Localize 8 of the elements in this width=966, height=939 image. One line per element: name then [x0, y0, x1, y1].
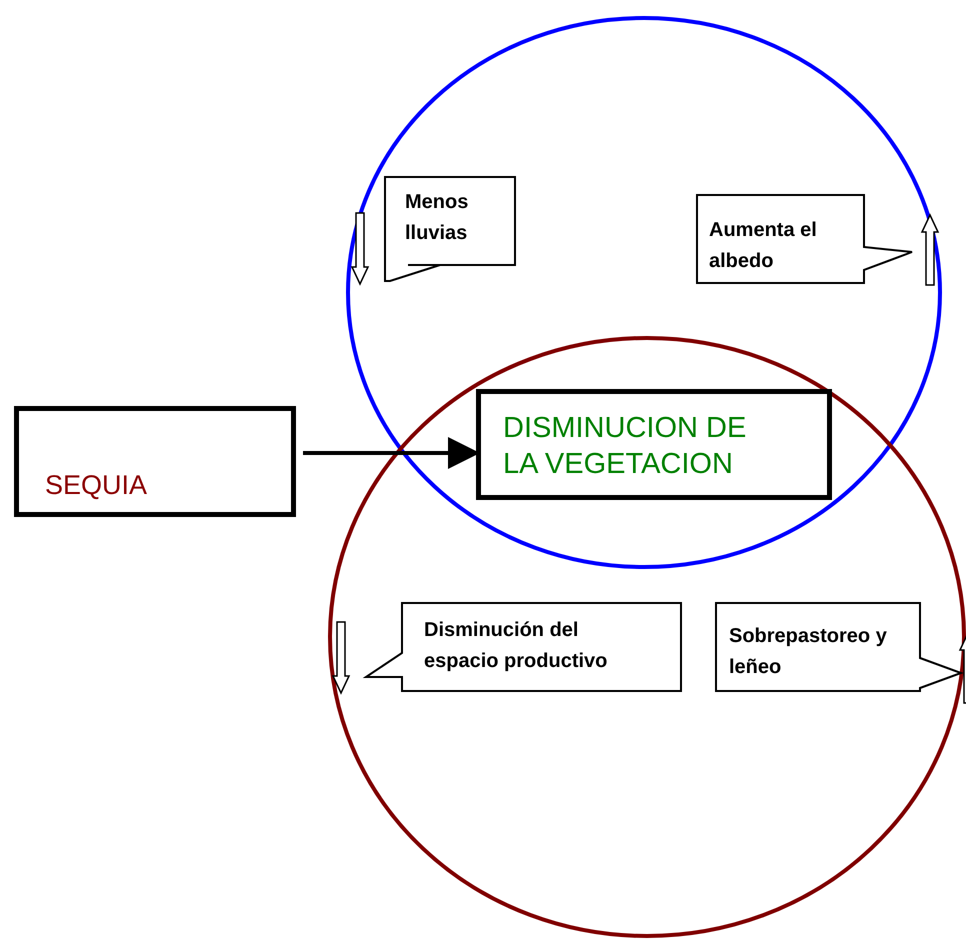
callout-text: Disminución del espacio productivo	[424, 618, 608, 674]
callout-text: Sobrepastoreo y leñeo	[729, 624, 888, 680]
box-label: DISMINUCION DE LA VEGETACION	[503, 411, 748, 482]
box-label: SEQUIA	[45, 469, 148, 502]
process-box	[476, 389, 832, 500]
callout-text: Menos lluvias	[405, 190, 470, 246]
callout-text: Aumenta el albedo	[709, 218, 818, 274]
process-box	[14, 406, 296, 517]
